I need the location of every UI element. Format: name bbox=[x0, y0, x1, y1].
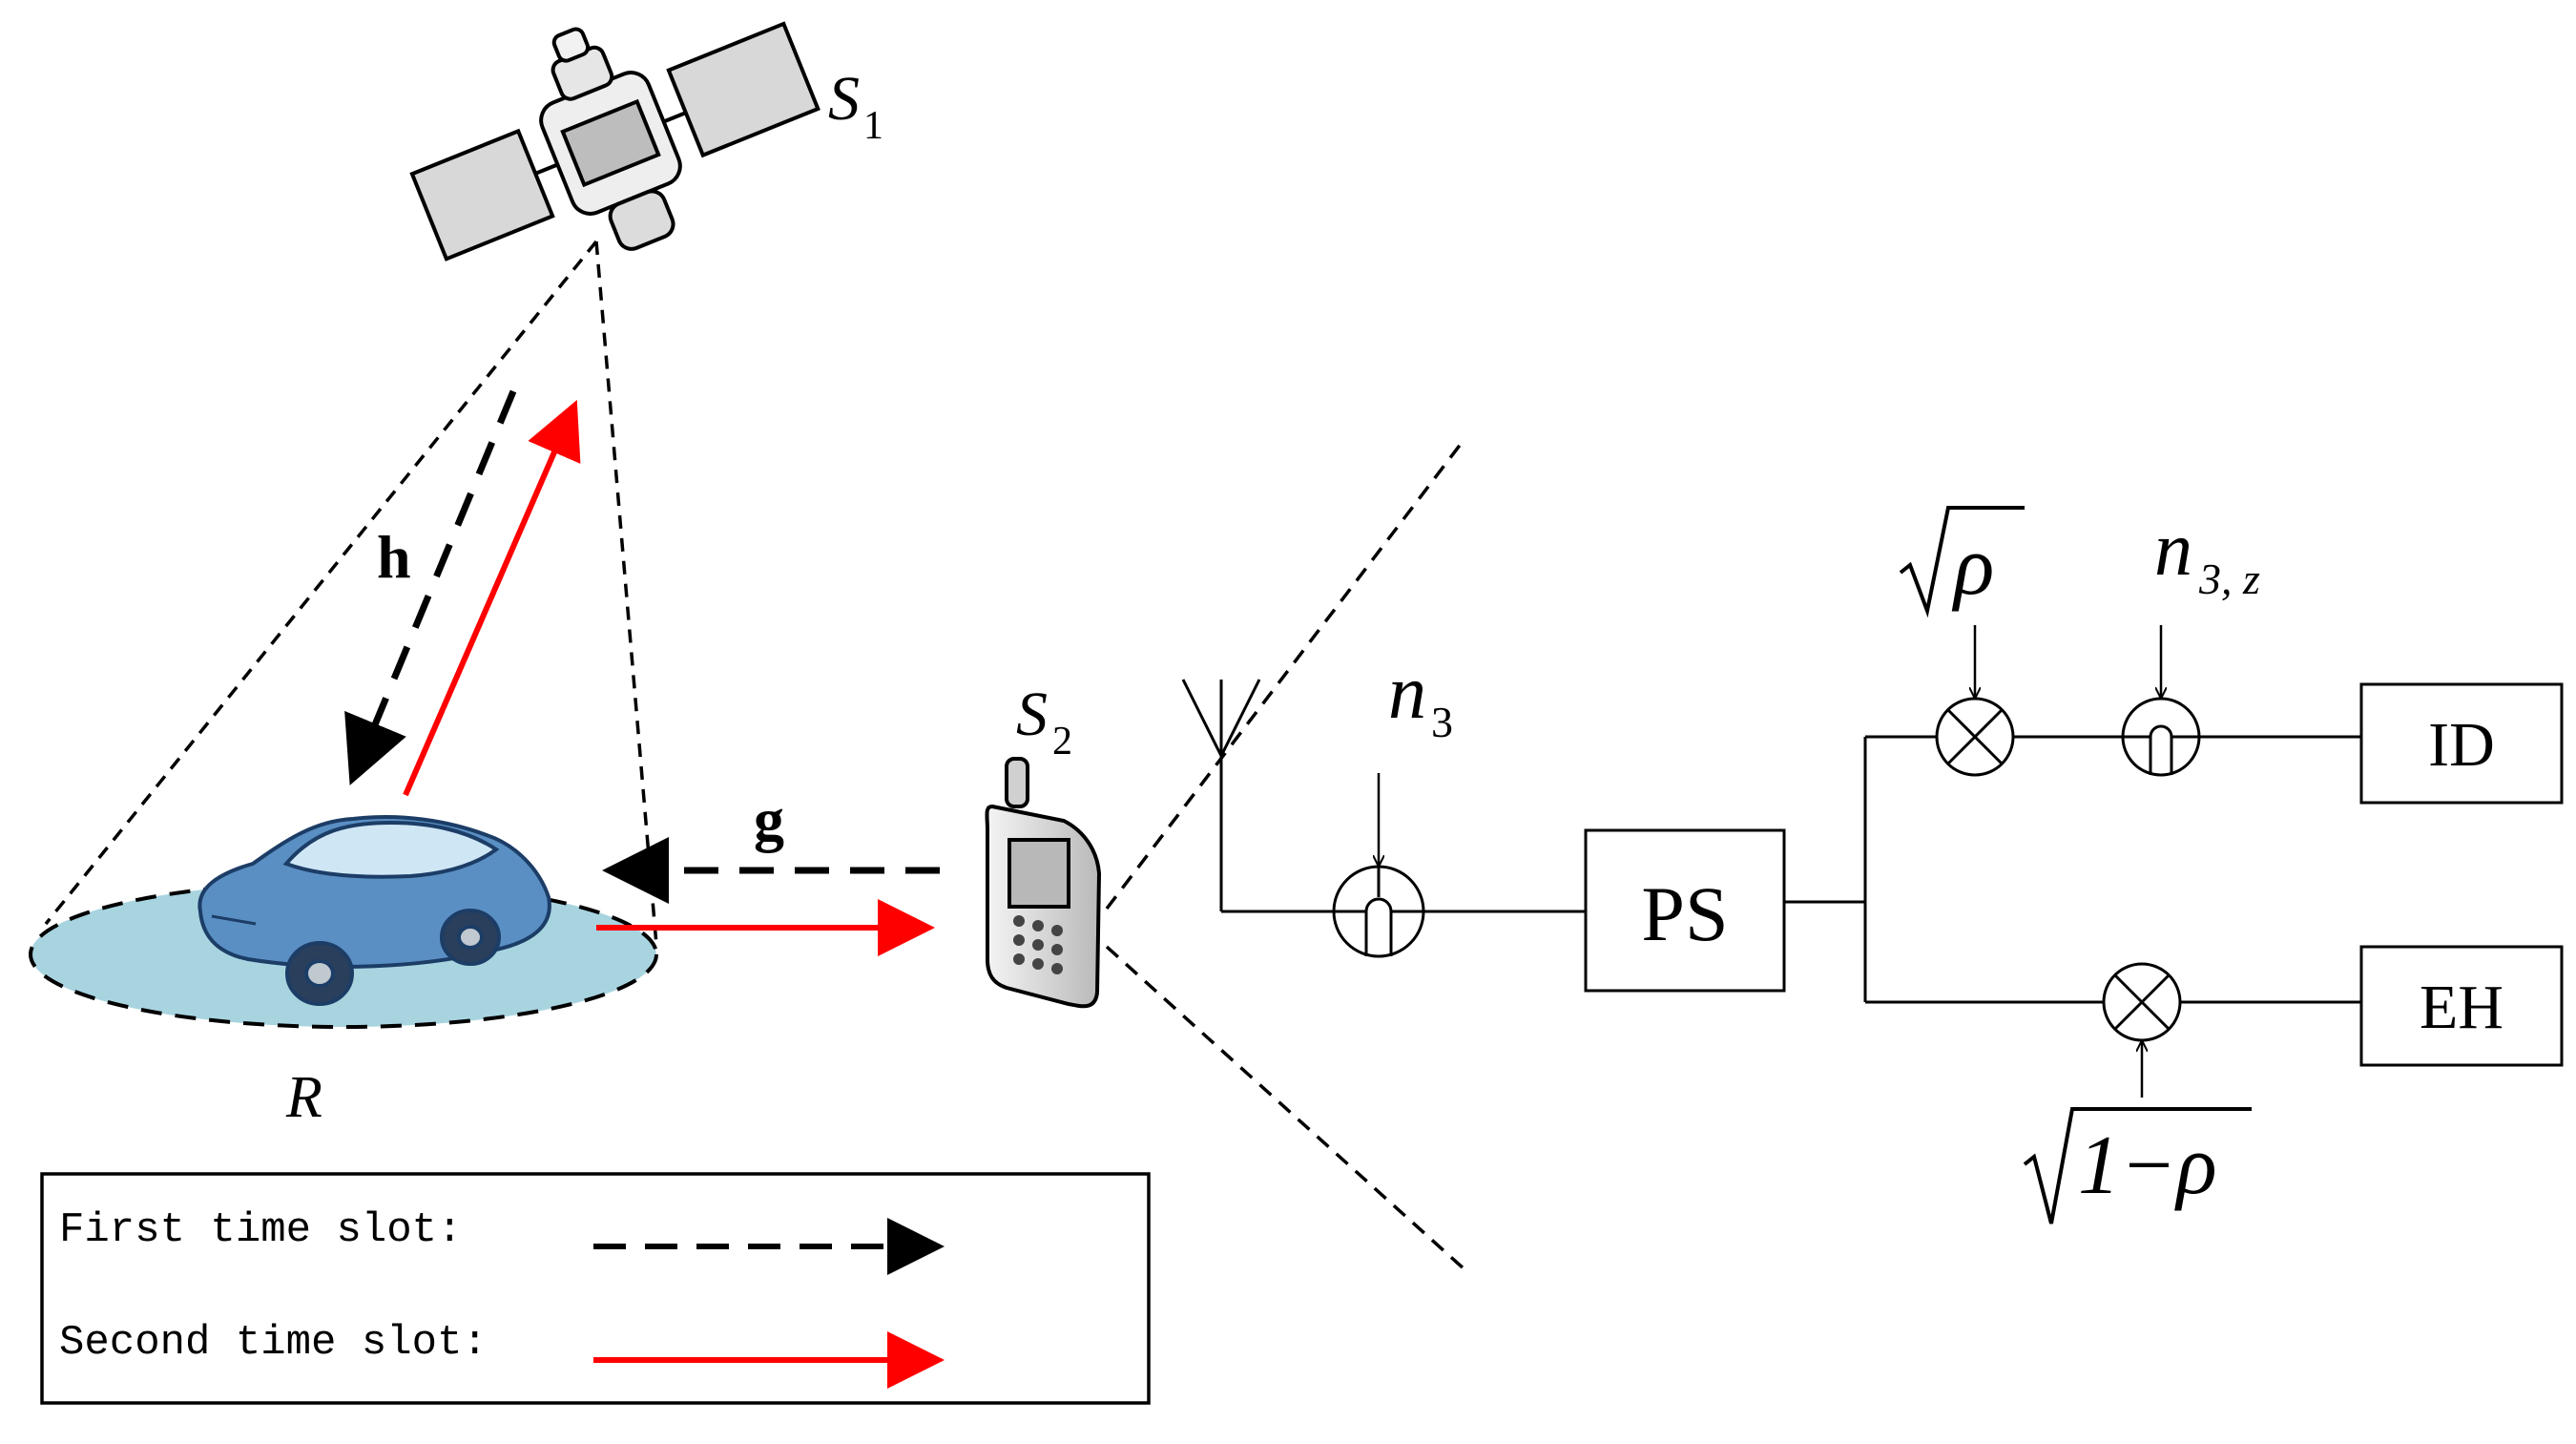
legend-first-slot-label: First time slot: bbox=[59, 1206, 462, 1254]
svg-text:1−ρ: 1−ρ bbox=[2078, 1120, 2217, 1212]
satellite-icon bbox=[409, 21, 821, 262]
satellite-beam bbox=[44, 240, 658, 946]
satellite-label: S bbox=[828, 64, 860, 134]
channel-h-second-slot-arrow bbox=[403, 399, 581, 797]
noise-adder-n3z bbox=[2121, 697, 2201, 777]
ps-block bbox=[1584, 828, 1786, 993]
noise-n3z-label: n bbox=[2154, 508, 2192, 592]
zoom-lines bbox=[1105, 437, 1466, 1271]
legend-second-slot-label: Second time slot: bbox=[59, 1319, 488, 1367]
receiver-wiring bbox=[1221, 735, 2361, 1004]
sqrt-rho-label: ρ bbox=[1899, 506, 2025, 618]
channel-g-label: g bbox=[754, 785, 784, 853]
ps-label: PS bbox=[1641, 870, 1728, 957]
phone-label-sub: 2 bbox=[1052, 720, 1072, 764]
antenna-icon bbox=[1181, 679, 1261, 911]
eh-block bbox=[2359, 945, 2564, 1067]
multiplier-sqrt-one-minus-rho bbox=[2102, 962, 2182, 1042]
multiplier-sqrt-rho bbox=[1935, 697, 2015, 777]
noise-n3-label: n bbox=[1388, 651, 1426, 735]
phone-icon bbox=[985, 757, 1102, 1009]
eh-label: EH bbox=[2420, 973, 2503, 1042]
relay-label: R bbox=[285, 1065, 322, 1130]
car-icon bbox=[197, 815, 551, 1006]
noise-adder-n3 bbox=[1332, 865, 1425, 958]
id-block bbox=[2359, 682, 2564, 805]
satellite-label-sub: 1 bbox=[863, 104, 883, 148]
channel-h-first-slot-arrow bbox=[344, 389, 517, 785]
svg-text:ρ: ρ bbox=[1951, 520, 1994, 613]
sqrt-one-minus-rho-label: 1−ρ bbox=[2023, 1107, 2252, 1224]
phone-label: S bbox=[1016, 680, 1048, 749]
id-label: ID bbox=[2428, 710, 2495, 780]
noise-n3z-sub: 3, z bbox=[2198, 555, 2260, 603]
channel-h-label: h bbox=[377, 523, 411, 591]
legend-box bbox=[40, 1172, 1151, 1405]
noise-n3-sub: 3 bbox=[1431, 698, 1453, 746]
